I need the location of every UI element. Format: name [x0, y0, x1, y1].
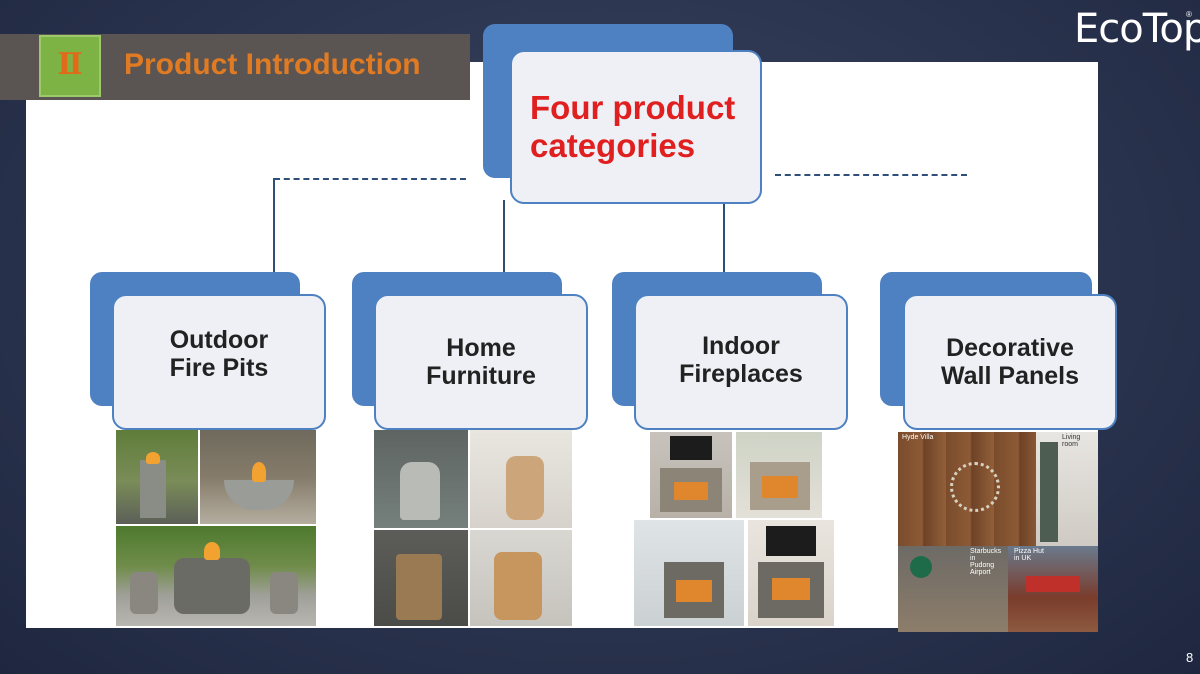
caption-living-room: Living room [1062, 434, 1081, 448]
category-label: Home Furniture [426, 334, 536, 390]
photo-fireplace-mantel [736, 432, 822, 518]
photo-carved-log-table [470, 530, 572, 626]
category-outdoor-fire-pits: Outdoor Fire Pits [112, 294, 326, 430]
photo-concrete-stool [374, 430, 468, 528]
section-title: Product Introduction [124, 48, 421, 81]
photo-fire-pit-column [116, 430, 198, 524]
root-node: Four product categories [510, 50, 762, 204]
photo-tree-stump-table [374, 530, 468, 626]
photo-living-room-panel: Living room [1036, 432, 1098, 546]
photo-starbucks-storefront: Starbucks in Pudong Airport [898, 546, 1008, 632]
category-indoor-fireplaces: Indoor Fireplaces [634, 294, 848, 430]
root-node-label: Four product categories [530, 89, 736, 164]
category-label: Outdoor Fire Pits [169, 326, 269, 382]
caption-starbucks: Starbucks in Pudong Airport [970, 548, 1002, 576]
photo-pizza-hut-storefront: Pizza Hut in UK [1008, 546, 1098, 632]
category-label: Indoor Fireplaces [679, 332, 803, 388]
caption-pizza-hut: Pizza Hut in UK [1014, 548, 1044, 562]
photo-hyde-villa-panels: Hyde Villa [898, 432, 1036, 546]
connector-dashed-right [775, 174, 967, 176]
registered-mark: ® [1186, 10, 1192, 19]
photo-fireplace-tv-stand [650, 432, 732, 518]
category-label: Decorative Wall Panels [940, 334, 1079, 390]
category-decorative-wall-panels: Decorative Wall Panels [903, 294, 1117, 430]
section-numeral-badge: Ⅱ [39, 35, 101, 97]
page-number: 8 [1186, 650, 1194, 665]
photo-fire-pit-bowl [200, 430, 316, 524]
ecotop-logo: EcoTop [1074, 6, 1200, 52]
photo-stone-fireplace-tv [748, 520, 834, 626]
connector-indoor [723, 200, 725, 274]
category-home-furniture: Home Furniture [374, 294, 588, 430]
connector-home [503, 200, 505, 274]
photo-wood-stool [470, 430, 572, 528]
photo-fire-pit-round-table [116, 526, 316, 626]
caption-hyde-villa: Hyde Villa [902, 434, 934, 441]
photo-stone-fireplace-living [634, 520, 744, 626]
connector-dashed-left [274, 178, 466, 180]
connector-outdoor [273, 178, 275, 274]
